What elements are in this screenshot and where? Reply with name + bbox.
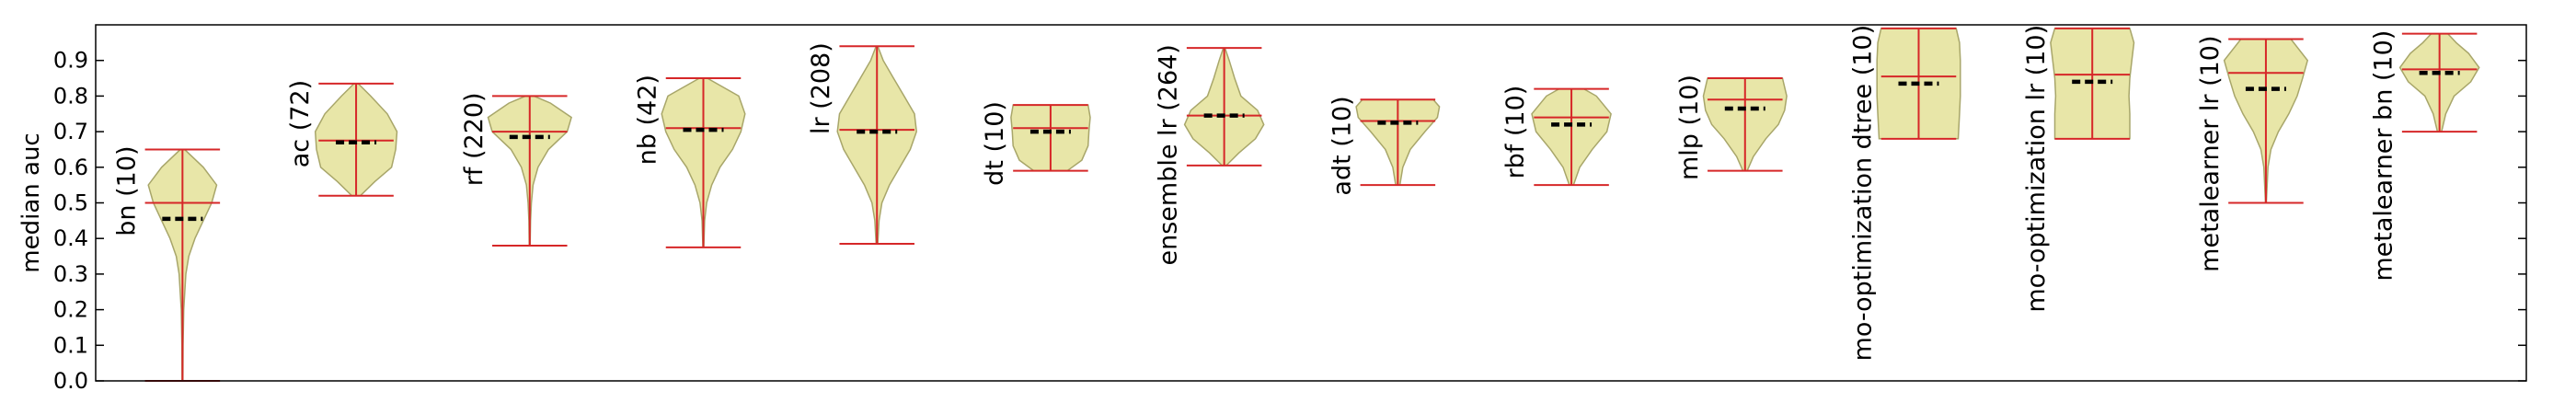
violin-4 bbox=[836, 45, 917, 246]
y-tick-label-8: 0.8 bbox=[53, 83, 88, 109]
y-tick-label-9: 0.9 bbox=[53, 48, 88, 74]
violin-label-10: mo-optimization dtree (10) bbox=[1849, 25, 1878, 362]
violin-11 bbox=[2050, 27, 2135, 140]
y-tick-label-1: 0.1 bbox=[53, 332, 88, 358]
violin-10 bbox=[1876, 27, 1961, 140]
violin-0 bbox=[144, 148, 221, 382]
y-tick-label-2: 0.2 bbox=[53, 297, 88, 323]
violin-label-6: ensemble lr (264) bbox=[1155, 44, 1183, 265]
violin-label-0: bn (10) bbox=[112, 145, 141, 236]
violin-label-9: mlp (10) bbox=[1675, 75, 1704, 180]
y-tick-label-5: 0.5 bbox=[53, 190, 88, 216]
violin-labels-layer: bn (10) ac (72) rf (220) nb (42) lr (208) dt … bbox=[112, 25, 2398, 362]
plot-frame bbox=[95, 24, 2527, 382]
y-axis: 0.0 0.1 0.2 0.3 0.4 0.5 0.6 0.7 0.8 0.9 bbox=[53, 48, 2526, 394]
violin-9 bbox=[1702, 77, 1788, 172]
violins-layer bbox=[144, 27, 2480, 382]
violin-label-2: rf (220) bbox=[460, 92, 489, 186]
y-tick-label-4: 0.4 bbox=[53, 225, 88, 251]
y-axis-label: median auc bbox=[17, 132, 45, 272]
violin-label-1: ac (72) bbox=[286, 80, 315, 167]
y-tick-label-3: 0.3 bbox=[53, 261, 88, 287]
violin-label-8: rbf (10) bbox=[1501, 86, 1530, 179]
violin-13 bbox=[2398, 32, 2480, 133]
violin-12 bbox=[2223, 38, 2309, 204]
violin-6 bbox=[1183, 47, 1265, 167]
violin-2 bbox=[487, 95, 572, 247]
violin-7 bbox=[1355, 98, 1441, 187]
violin-label-4: lr (208) bbox=[807, 42, 835, 134]
violin-label-7: adt (10) bbox=[1328, 96, 1356, 195]
violin-1 bbox=[314, 82, 398, 197]
violin-label-11: mo-optimization lr (10) bbox=[2022, 25, 2051, 313]
violin-3 bbox=[661, 77, 746, 248]
violin-label-3: nb (42) bbox=[634, 75, 662, 165]
y-tick-label-6: 0.6 bbox=[53, 155, 88, 180]
y-tick-label-0: 0.0 bbox=[53, 368, 88, 394]
violin-8 bbox=[1531, 87, 1612, 187]
y-tick-label-7: 0.7 bbox=[53, 119, 88, 144]
violin-label-5: dt (10) bbox=[981, 101, 1009, 186]
violin-label-13: metalearner bn (10) bbox=[2370, 30, 2398, 282]
violin-label-12: metalearner lr (10) bbox=[2196, 35, 2225, 271]
violin-5 bbox=[1010, 104, 1091, 172]
